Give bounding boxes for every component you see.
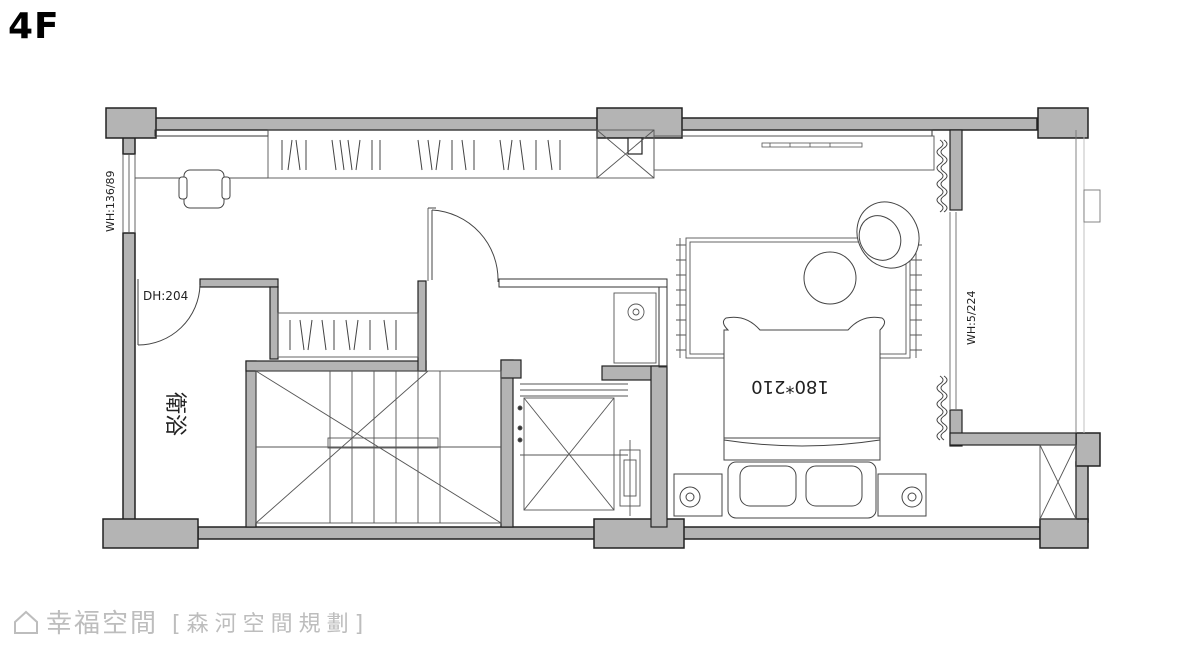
closet-mid <box>277 312 419 358</box>
top-shelf <box>653 135 935 171</box>
elevator-wall-top-right <box>601 365 659 381</box>
bath-wall-v <box>269 286 279 360</box>
watermark-studio: [森河空間規劃] <box>172 611 370 637</box>
fridge <box>613 292 657 364</box>
left-wall-lower <box>122 232 136 524</box>
top-wall <box>154 117 1038 131</box>
interior-walls <box>199 129 1077 528</box>
columns <box>102 107 1101 549</box>
window-right-label: WH:5/224 <box>965 290 978 345</box>
bathroom-label: 衛浴 <box>162 392 187 436</box>
window-left-label: WH:136/89 <box>104 170 117 232</box>
top-partition-left <box>154 129 269 137</box>
nightstands <box>673 473 927 517</box>
column-bottom-left <box>102 518 199 549</box>
stair-wall-left <box>245 360 257 528</box>
right-wall-lower <box>1075 461 1089 523</box>
watermark: 幸福空間 [森河空間規劃] <box>12 603 369 640</box>
elevator-wall-right <box>650 365 668 528</box>
round-table <box>803 251 857 305</box>
bedroom-wall-upper <box>949 129 963 211</box>
column-bottom-mid <box>593 518 685 549</box>
corner-cabinet <box>1039 444 1077 520</box>
watermark-brand: 幸福空間 <box>46 609 159 639</box>
elevator <box>517 383 641 516</box>
wardrobe-top <box>267 129 598 179</box>
bed-size-label: 180*210 <box>751 376 829 397</box>
column-top-right <box>1037 107 1089 139</box>
stairs <box>255 370 502 524</box>
fridge-partition <box>658 286 668 368</box>
column-top-mid <box>596 107 683 139</box>
armchair <box>856 201 920 269</box>
room-lines <box>135 129 1101 520</box>
left-window <box>122 154 136 233</box>
bed <box>722 316 886 519</box>
elevator-wall-top-left <box>500 359 522 379</box>
desk-chair <box>178 169 231 209</box>
bedroom-partition <box>498 278 668 288</box>
wardrobe-hangers <box>281 139 561 351</box>
house-outline-icon <box>14 610 38 634</box>
stair-wall-top <box>245 360 427 372</box>
doors <box>137 207 499 346</box>
column-top-left <box>105 107 157 139</box>
floor-label: 4F <box>8 6 60 47</box>
closet-wall-right <box>417 280 427 372</box>
left-wall-upper <box>122 136 136 155</box>
elevator-wall-left <box>500 359 514 528</box>
column-bottom-right <box>1039 518 1089 549</box>
top-partition-right <box>681 129 933 137</box>
door-height-label: DH:204 <box>143 289 188 303</box>
top-shelf-detail <box>761 142 863 148</box>
curtains <box>936 139 957 441</box>
bedroom-wall-h <box>949 432 1077 446</box>
column-right-mid <box>1075 432 1101 467</box>
bath-wall-h <box>199 278 279 288</box>
